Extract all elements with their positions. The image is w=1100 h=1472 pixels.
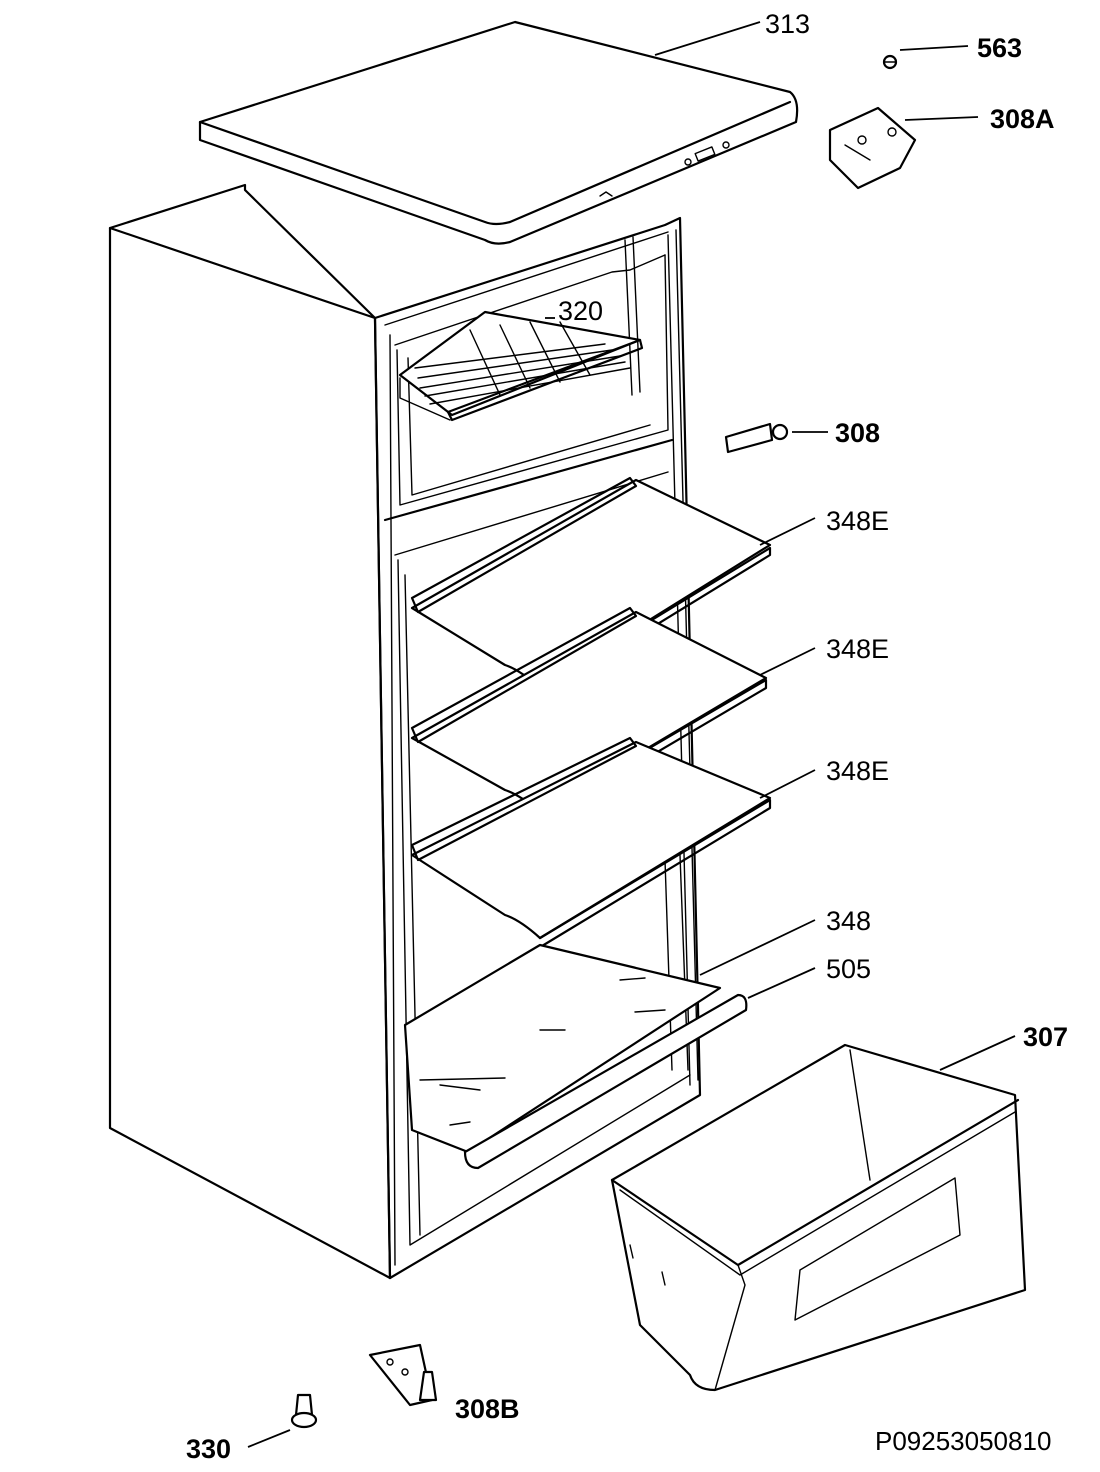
label-313: 313 [765,9,810,39]
label-505: 505 [826,954,871,984]
crisper-cover [403,943,722,1154]
label-348E-middle: 348E [826,634,889,664]
label-308B: 308B [455,1394,520,1424]
label-308: 308 [835,418,880,448]
label-348E-bottom: 348E [826,756,889,786]
label-330: 330 [186,1434,231,1464]
label-563: 563 [977,33,1022,63]
reference-code: P09253050810 [875,1426,1051,1456]
top-cover [198,20,799,245]
label-348: 348 [826,906,871,936]
label-308A: 308A [990,104,1055,134]
wire-shelf [398,310,644,422]
adjustable-foot [290,1393,318,1429]
crisper-drawer [610,1043,1027,1392]
leader-lines [247,21,1016,1448]
bottom-hinge [368,1343,438,1407]
label-320: 320 [558,296,603,326]
label-348E-top: 348E [826,506,889,536]
label-307: 307 [1023,1022,1068,1052]
top-hinge [828,106,917,190]
glass-shelf-bottom [410,736,772,948]
front-strip [463,993,748,1170]
middle-hinge [724,422,789,454]
nut-icon [882,54,898,70]
